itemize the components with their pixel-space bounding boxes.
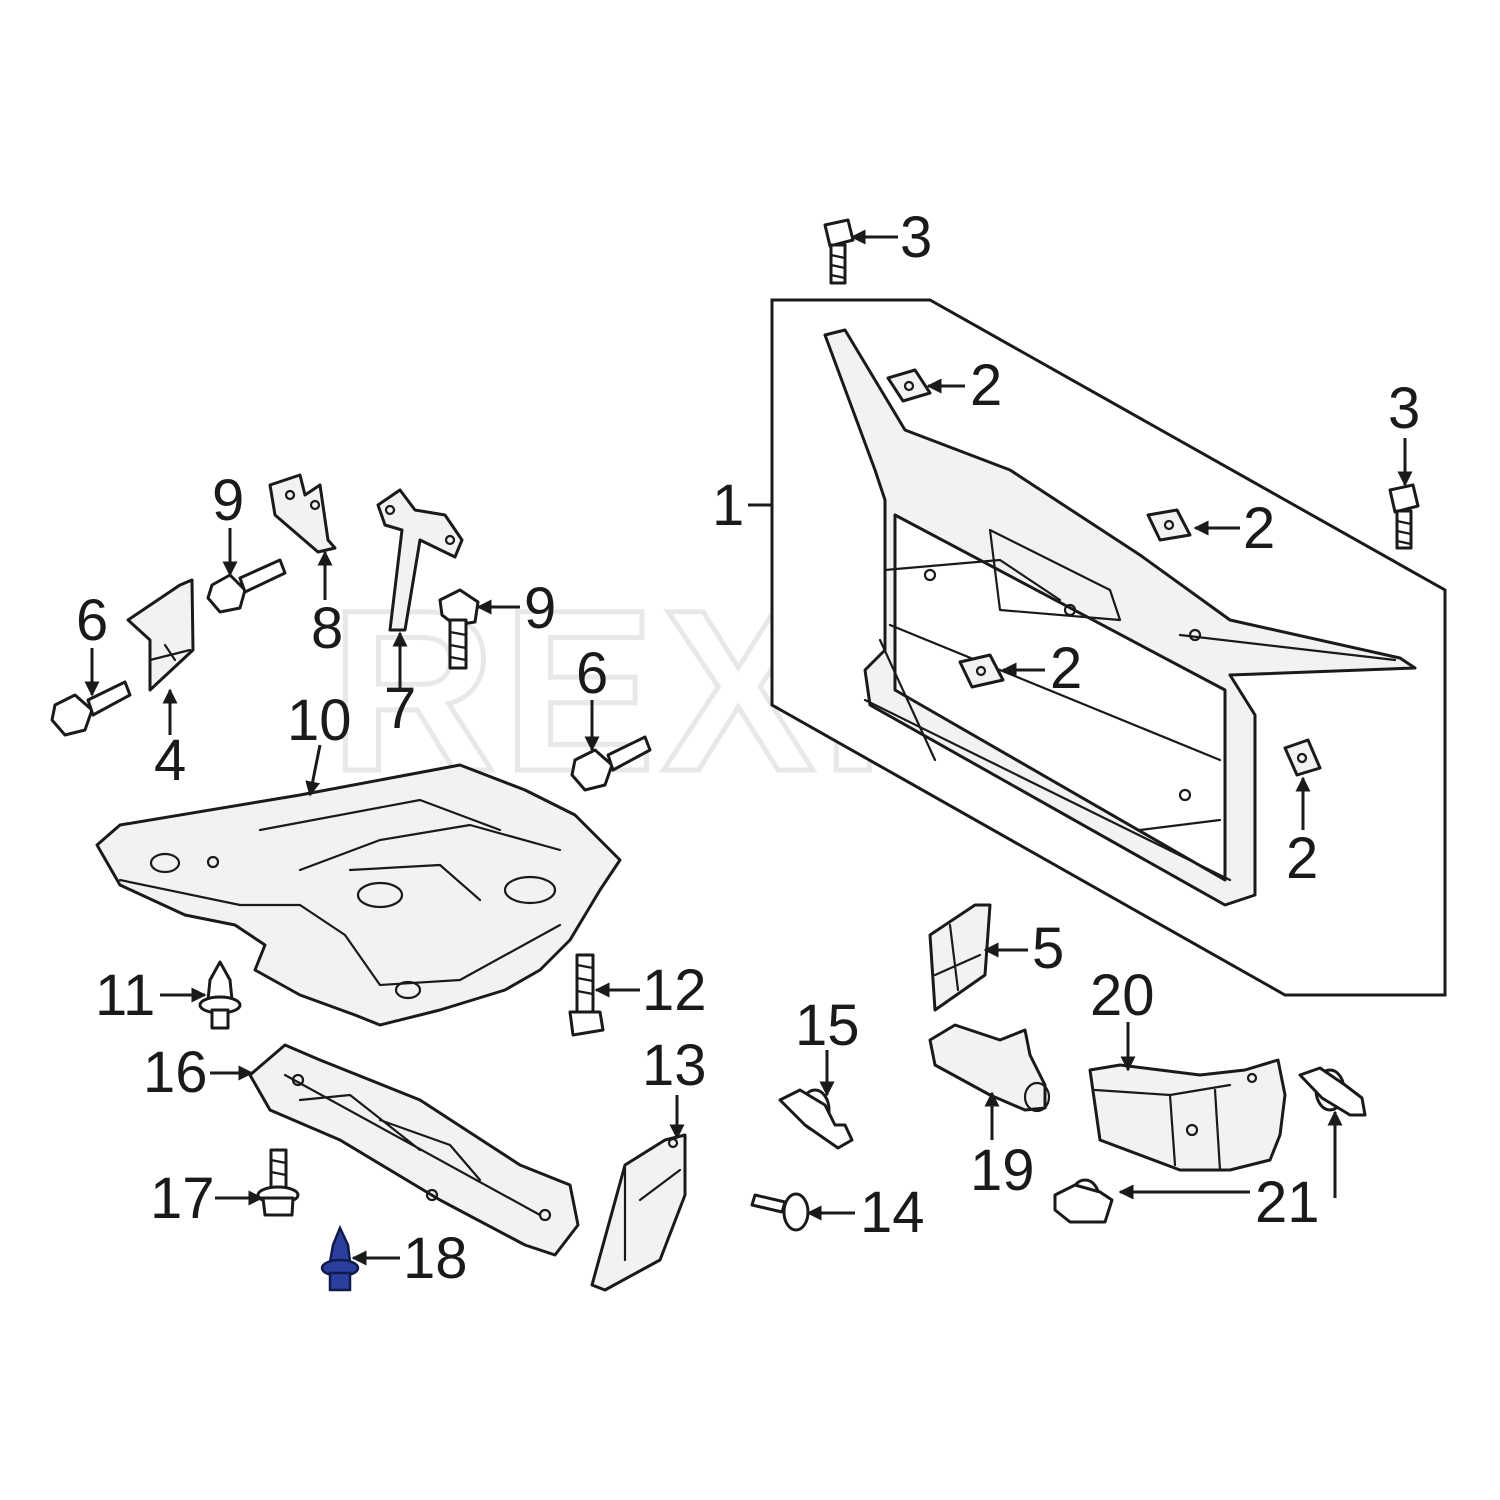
clip-nut-d[interactable] — [1283, 738, 1322, 777]
bolt-17[interactable] — [256, 1148, 300, 1217]
bolt-3a[interactable] — [823, 218, 855, 285]
callout-21: 21 — [1255, 1170, 1320, 1235]
clip-nut-b[interactable] — [1146, 508, 1192, 542]
callout-9b: 9 — [524, 576, 556, 641]
callout-3a: 3 — [900, 205, 932, 270]
callout-15: 15 — [795, 993, 860, 1058]
callout-18: 18 — [403, 1226, 468, 1291]
push-clip-14[interactable] — [750, 1192, 810, 1232]
bolt-3b[interactable] — [1388, 483, 1420, 550]
callout-2d: 2 — [1286, 826, 1318, 891]
callout-17: 17 — [150, 1166, 215, 1231]
grommet-clip-15[interactable] — [778, 1088, 854, 1150]
callout-2b: 2 — [1243, 496, 1275, 561]
callout-10: 10 — [287, 688, 352, 753]
callout-7: 7 — [384, 676, 416, 741]
bracket-4[interactable] — [126, 578, 195, 692]
callout-2c: 2 — [1050, 636, 1082, 701]
clip-21a[interactable] — [1298, 1066, 1367, 1117]
callout-20: 20 — [1090, 963, 1155, 1028]
callout-2a: 2 — [970, 353, 1002, 418]
callout-5: 5 — [1032, 916, 1064, 981]
bolt-6a[interactable] — [50, 680, 132, 737]
bolt-12[interactable] — [568, 953, 605, 1037]
callout-6a: 6 — [76, 588, 108, 653]
clip-18-highlighted[interactable] — [320, 1224, 360, 1292]
clip-11[interactable] — [198, 960, 242, 1030]
callout-12: 12 — [642, 958, 707, 1023]
engine-under-cover-10[interactable] — [95, 763, 622, 1027]
callout-11: 11 — [95, 963, 155, 1028]
callout-14: 14 — [860, 1180, 925, 1245]
clip-nut-c[interactable] — [958, 653, 1005, 689]
air-guide-20[interactable] — [1088, 1058, 1287, 1172]
callout-1: 1 — [712, 473, 744, 538]
radiator-support-frame[interactable] — [823, 328, 1417, 907]
callout-9a: 9 — [212, 468, 244, 533]
stay-7[interactable] — [376, 488, 464, 632]
leader-lines — [84, 229, 1413, 1266]
bracket-5[interactable] — [928, 903, 992, 1012]
callout-16: 16 — [143, 1040, 208, 1105]
callout-13: 13 — [642, 1033, 707, 1098]
callout-8: 8 — [311, 596, 343, 661]
callout-19: 19 — [970, 1138, 1035, 1203]
callout-labels: 1 2 2 2 2 3 3 4 5 6 6 7 8 9 9 10 11 12 1… — [76, 205, 1420, 1291]
bolt-9b[interactable] — [438, 588, 480, 670]
under-cover-16[interactable] — [248, 1043, 580, 1257]
callout-6b: 6 — [576, 641, 608, 706]
callout-3b: 3 — [1388, 376, 1420, 441]
bracket-8[interactable] — [268, 473, 337, 554]
clip-21b[interactable] — [1053, 1178, 1114, 1224]
side-cover-13[interactable] — [590, 1133, 687, 1292]
callout-4: 4 — [154, 728, 186, 793]
sensor-19[interactable] — [928, 1023, 1051, 1113]
bolt-9a[interactable] — [206, 558, 287, 614]
